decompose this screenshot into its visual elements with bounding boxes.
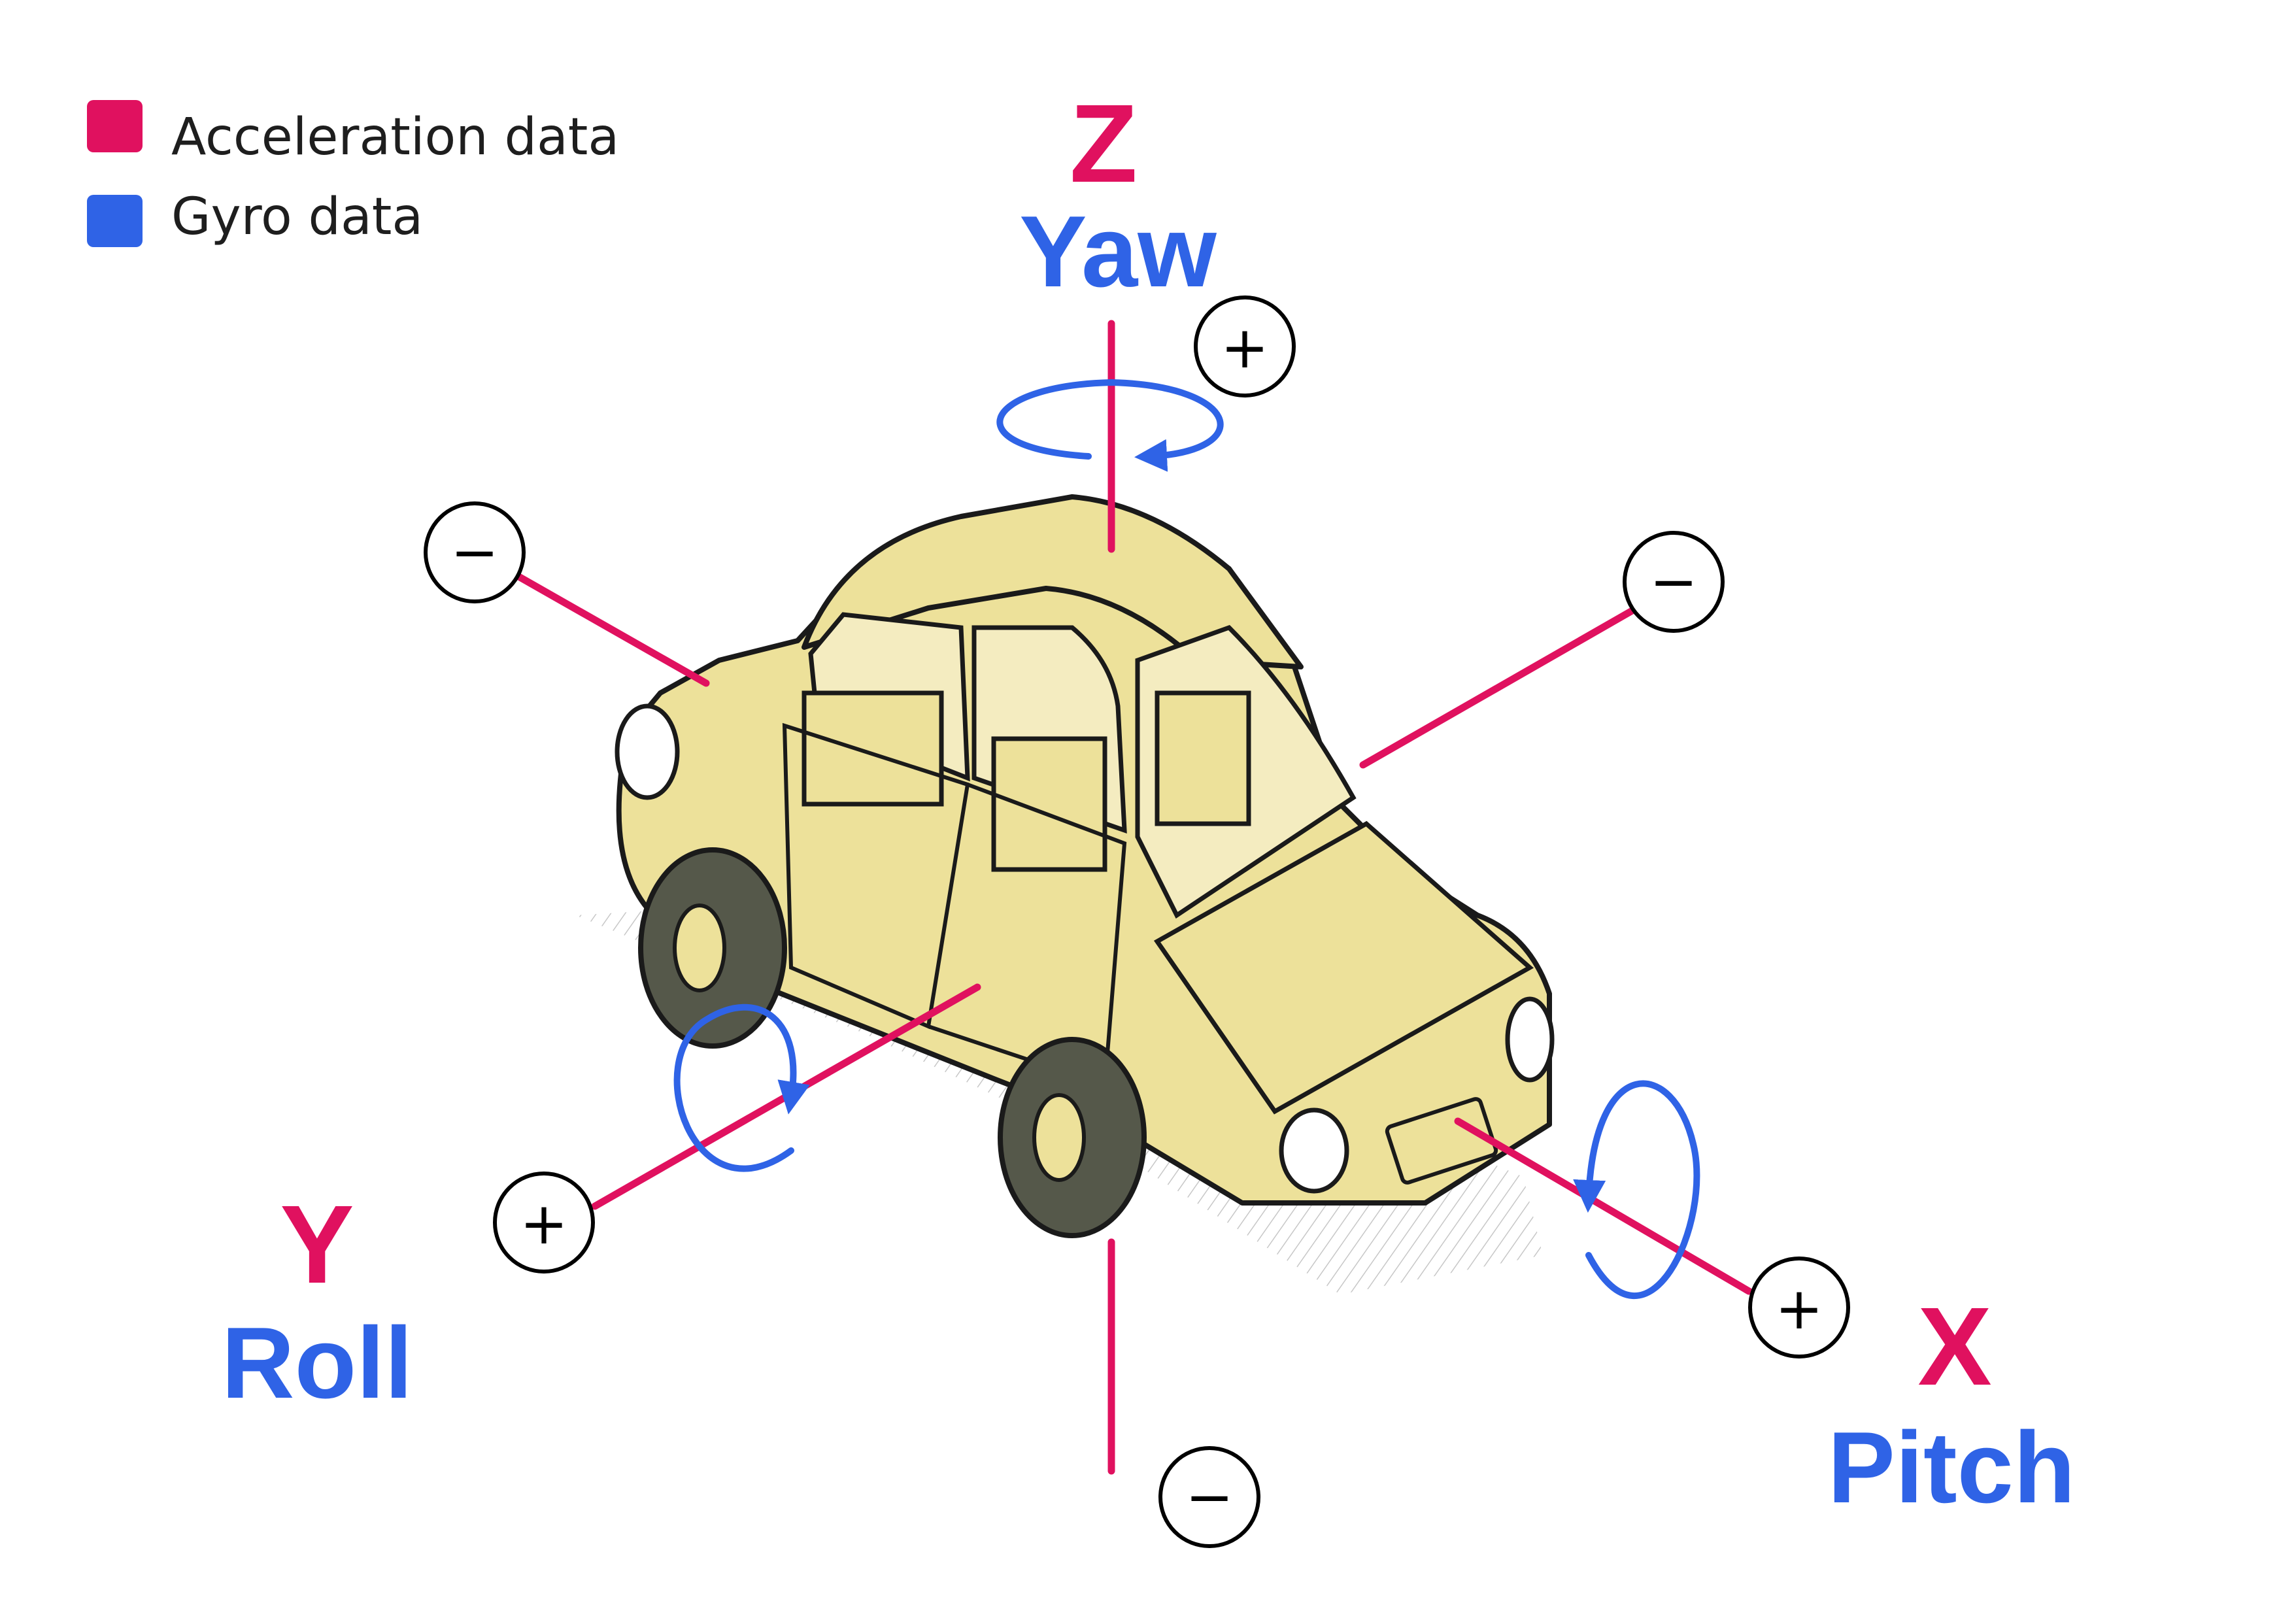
- svg-text:−: −: [450, 518, 499, 586]
- pitch-rotation-arrow-icon: [1573, 1080, 1700, 1300]
- z-positive-badge: +: [1194, 295, 1296, 397]
- rotation-arrows: [673, 379, 1700, 1300]
- car-hood: [1153, 820, 1534, 1115]
- svg-text:−: −: [1649, 548, 1698, 615]
- legend-swatch-gyro: [87, 195, 143, 247]
- y-rotation-label: Roll: [222, 1306, 413, 1419]
- svg-text:+: +: [1221, 314, 1269, 381]
- x-positive-badge: +: [1748, 1257, 1850, 1358]
- y-axis-letter: Y: [280, 1183, 354, 1307]
- car-license-plate: [1385, 1097, 1498, 1185]
- x-rotation-label: Pitch: [1828, 1411, 2076, 1524]
- svg-text:+: +: [520, 1190, 568, 1257]
- car-tire-front: [998, 1037, 1147, 1238]
- car-door-front: [928, 783, 1127, 1088]
- x-negative-badge: −: [1623, 531, 1725, 633]
- legend-label-acceleration: Acceleration data: [171, 108, 619, 167]
- y-negative-badge: −: [424, 501, 526, 603]
- roll-rotation-arrow-icon: [673, 1004, 810, 1172]
- z-negative-badge: −: [1158, 1446, 1260, 1548]
- car-illustration: [575, 494, 1555, 1294]
- car-seat-front: [991, 736, 1107, 872]
- x-axis-line-back: [1359, 607, 1635, 769]
- z-axis-letter: Z: [1070, 82, 1138, 206]
- x-axis-letter: X: [1917, 1285, 1991, 1409]
- car-seat-driver: [1155, 690, 1251, 826]
- legend-swatch-acceleration: [87, 100, 143, 152]
- legend: Acceleration data Gyro data: [87, 100, 619, 247]
- car-rearlight: [615, 703, 680, 800]
- car-tire-rear: [638, 847, 787, 1049]
- z-rotation-label: Yaw: [1019, 195, 1217, 308]
- svg-text:+: +: [1775, 1275, 1823, 1342]
- legend-label-gyro: Gyro data: [171, 188, 423, 246]
- svg-text:−: −: [1185, 1463, 1234, 1530]
- yaw-rotation-arrow-icon: [996, 379, 1224, 472]
- car-roof: [802, 494, 1304, 669]
- y-axis-line-front: [591, 983, 981, 1210]
- sign-badges: + − − + − +: [424, 295, 1850, 1548]
- car-headlight-left: [1279, 1107, 1349, 1194]
- y-positive-badge: +: [493, 1172, 595, 1274]
- car-headlight-right: [1505, 996, 1555, 1083]
- y-axis-line-back: [513, 571, 710, 687]
- car-seat-rear: [802, 690, 944, 807]
